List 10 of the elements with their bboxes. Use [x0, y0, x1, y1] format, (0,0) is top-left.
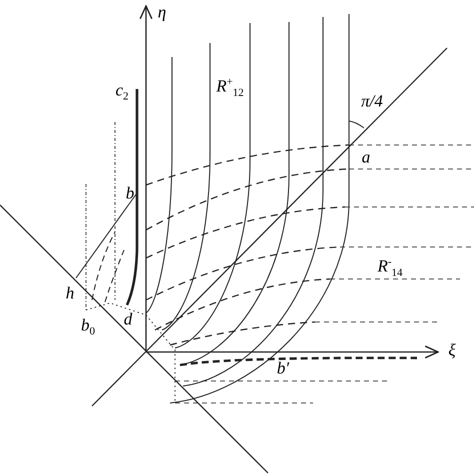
math-label: b$_{0}$	[81, 316, 95, 338]
math-label: b′	[276, 360, 290, 376]
math-label: b	[126, 184, 134, 202]
math-label: c$_{2}$	[115, 81, 129, 103]
math-label: ξ	[448, 342, 456, 358]
math-label: h	[66, 284, 74, 302]
math-label: d	[124, 310, 132, 328]
math-label: π/4	[361, 92, 383, 110]
math-label: η	[158, 4, 166, 20]
math-label: a	[362, 148, 370, 166]
